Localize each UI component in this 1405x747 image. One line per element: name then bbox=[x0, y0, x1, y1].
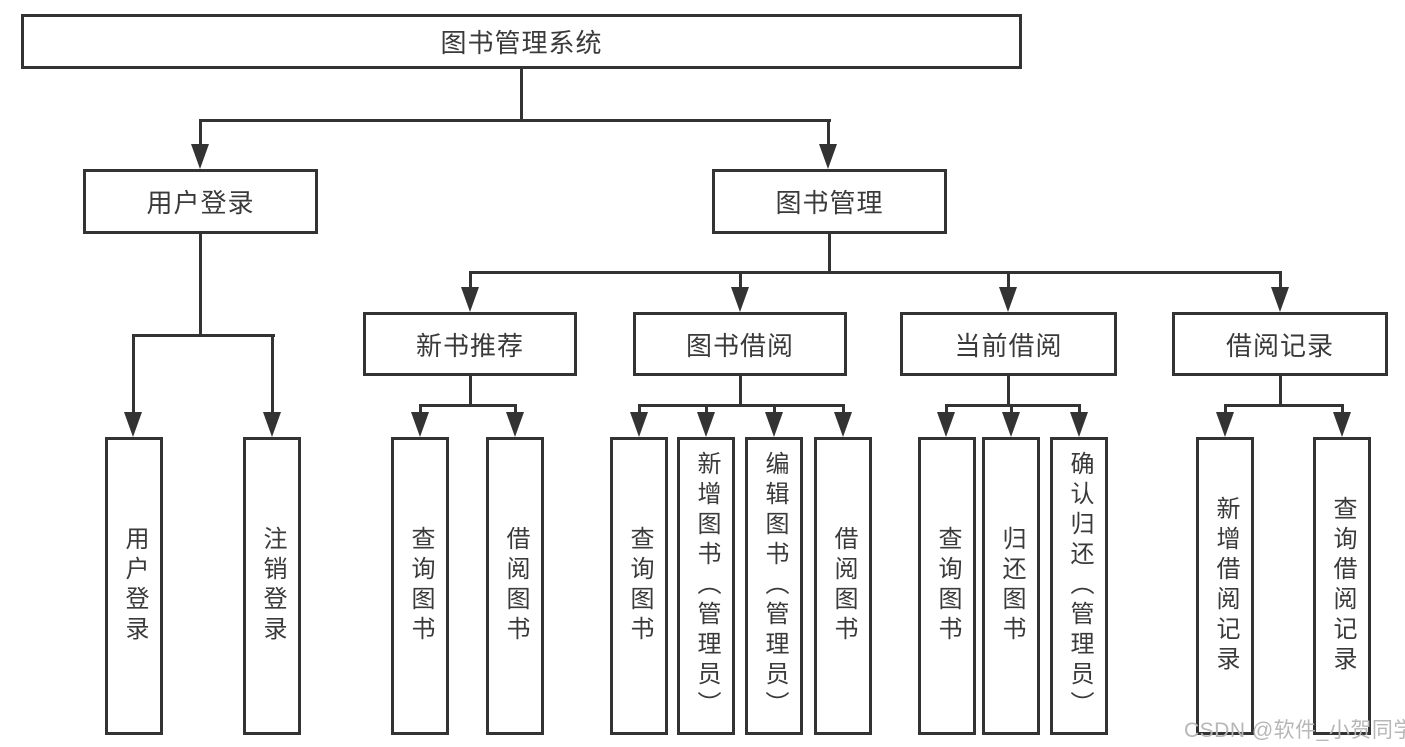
arrowhead-down-icon bbox=[731, 287, 749, 312]
leaf-query-books-borrow: 查询图书 bbox=[610, 437, 668, 735]
connector-line bbox=[773, 404, 776, 416]
leaf-query-books-current-label: 查询图书 bbox=[934, 526, 961, 646]
arrowhead-down-icon bbox=[461, 287, 479, 312]
connector-line bbox=[945, 404, 948, 416]
leaf-borrow-books-recommend-label: 借阅图书 bbox=[502, 526, 529, 646]
node-borrow-records: 借阅记录 bbox=[1172, 312, 1388, 376]
node-current-borrow-label: 当前借阅 bbox=[954, 330, 1063, 361]
connector-line bbox=[945, 404, 1081, 407]
connector-line bbox=[1010, 404, 1013, 416]
leaf-add-books-admin: 新增图书（管理员） bbox=[677, 437, 735, 735]
arrowhead-down-icon bbox=[1216, 412, 1234, 437]
leaf-borrow-books-label: 借阅图书 bbox=[830, 526, 857, 646]
connector-line bbox=[638, 404, 845, 407]
node-new-book-recommend-label: 新书推荐 bbox=[415, 330, 524, 361]
arrowhead-down-icon bbox=[124, 412, 142, 437]
connector-line bbox=[271, 334, 274, 414]
arrowhead-down-icon bbox=[937, 412, 955, 437]
leaf-add-borrow-record-label: 新增借阅记录 bbox=[1212, 496, 1239, 676]
leaf-query-books-recommend: 查询图书 bbox=[391, 437, 449, 735]
arrowhead-down-icon bbox=[1333, 412, 1351, 437]
arrowhead-down-icon bbox=[506, 412, 524, 437]
arrowhead-down-icon bbox=[697, 412, 715, 437]
leaf-query-borrow-record-label: 查询借阅记录 bbox=[1329, 496, 1356, 676]
connector-line bbox=[199, 119, 831, 122]
connector-line bbox=[1224, 404, 1227, 416]
connector-line bbox=[132, 334, 135, 414]
node-book-management: 图书管理 bbox=[712, 169, 947, 234]
connector-line bbox=[419, 404, 517, 407]
node-root-label: 图书管理系统 bbox=[440, 28, 603, 58]
connector-line bbox=[1007, 376, 1010, 406]
connector-line bbox=[739, 376, 742, 406]
connector-line bbox=[520, 68, 523, 121]
connector-line bbox=[469, 271, 472, 291]
connector-line bbox=[827, 119, 830, 149]
node-user-login: 用户登录 bbox=[83, 169, 318, 234]
leaf-confirm-return-admin-label: 确认归还（管理员） bbox=[1066, 451, 1093, 721]
leaf-query-books-recommend-label: 查询图书 bbox=[407, 526, 434, 646]
connector-line bbox=[199, 234, 202, 336]
connector-line bbox=[842, 404, 845, 416]
arrowhead-down-icon bbox=[191, 144, 209, 169]
arrowhead-down-icon bbox=[411, 412, 429, 437]
connector-line bbox=[1279, 376, 1282, 406]
node-root: 图书管理系统 bbox=[21, 14, 1022, 69]
arrowhead-down-icon bbox=[1070, 412, 1088, 437]
arrowhead-down-icon bbox=[1002, 412, 1020, 437]
csdn-watermark: CSDN @软件_小贺同学 bbox=[1184, 719, 1405, 742]
leaf-add-books-admin-label: 新增图书（管理员） bbox=[693, 451, 720, 721]
arrowhead-down-icon bbox=[263, 412, 281, 437]
connector-line bbox=[199, 119, 202, 149]
leaf-logout-label: 注销登录 bbox=[259, 526, 286, 646]
arrowhead-down-icon bbox=[765, 412, 783, 437]
connector-line bbox=[469, 271, 1282, 274]
leaf-borrow-books-recommend: 借阅图书 bbox=[486, 437, 544, 735]
connector-line bbox=[705, 404, 708, 416]
arrowhead-down-icon bbox=[819, 144, 837, 169]
connector-line bbox=[739, 271, 742, 291]
leaf-edit-books-admin-label: 编辑图书（管理员） bbox=[761, 451, 788, 721]
node-user-login-label: 用户登录 bbox=[146, 188, 255, 218]
leaf-edit-books-admin: 编辑图书（管理员） bbox=[745, 437, 803, 735]
arrowhead-down-icon bbox=[1271, 287, 1289, 312]
node-new-book-recommend: 新书推荐 bbox=[363, 312, 577, 376]
leaf-confirm-return-admin: 确认归还（管理员） bbox=[1050, 437, 1108, 735]
leaf-query-books-current: 查询图书 bbox=[918, 437, 976, 735]
connector-line bbox=[1279, 271, 1282, 291]
connector-line bbox=[1224, 404, 1344, 407]
node-book-borrow: 图书借阅 bbox=[633, 312, 847, 376]
leaf-query-books-borrow-label: 查询图书 bbox=[626, 526, 653, 646]
arrowhead-down-icon bbox=[999, 287, 1017, 312]
connector-line bbox=[469, 376, 472, 406]
leaf-user-login-label: 用户登录 bbox=[121, 526, 148, 646]
leaf-query-borrow-record: 查询借阅记录 bbox=[1313, 437, 1371, 735]
arrowhead-down-icon bbox=[834, 412, 852, 437]
leaf-borrow-books: 借阅图书 bbox=[814, 437, 872, 735]
leaf-user-login: 用户登录 bbox=[105, 437, 163, 735]
connector-line bbox=[1341, 404, 1344, 416]
connector-line bbox=[514, 404, 517, 416]
leaf-return-books: 归还图书 bbox=[982, 437, 1040, 735]
leaf-add-borrow-record: 新增借阅记录 bbox=[1196, 437, 1254, 735]
connector-line bbox=[1007, 271, 1010, 291]
leaf-logout: 注销登录 bbox=[243, 437, 301, 735]
connector-line bbox=[1078, 404, 1081, 416]
node-book-borrow-label: 图书借阅 bbox=[685, 330, 794, 361]
connector-line bbox=[828, 234, 831, 274]
connector-line bbox=[638, 404, 641, 416]
node-current-borrow: 当前借阅 bbox=[900, 312, 1117, 376]
arrowhead-down-icon bbox=[630, 412, 648, 437]
leaf-return-books-label: 归还图书 bbox=[998, 526, 1025, 646]
connector-line bbox=[132, 334, 275, 337]
connector-line bbox=[419, 404, 422, 416]
node-book-management-label: 图书管理 bbox=[775, 188, 884, 218]
node-borrow-records-label: 借阅记录 bbox=[1225, 330, 1334, 361]
